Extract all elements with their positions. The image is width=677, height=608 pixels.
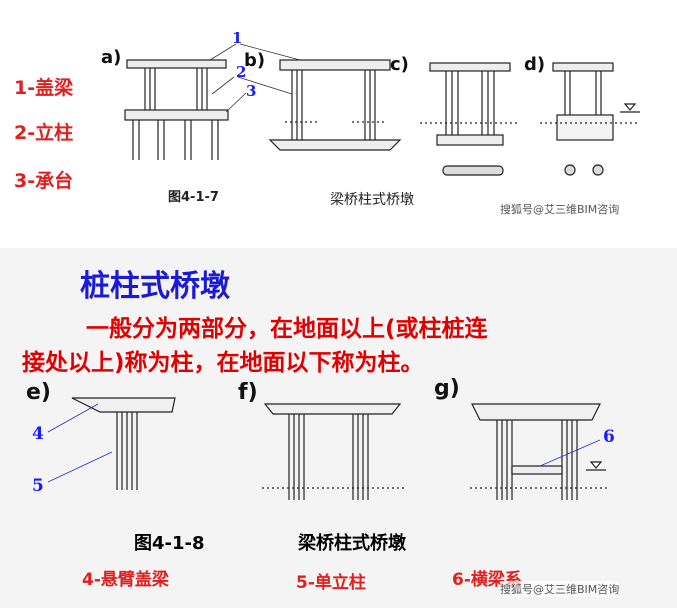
label-d: d)	[524, 54, 546, 75]
callout-1: 1	[232, 29, 243, 47]
callout-3: 3	[246, 82, 257, 100]
body-line-1: 一般分为两部分，在地面以上(或柱桩连	[86, 316, 488, 342]
fig-number-bottom: 图4-1-8	[134, 533, 205, 554]
label-a: a)	[101, 47, 122, 68]
legend-item-3: 3-承台	[14, 170, 74, 192]
drawing-f	[262, 403, 405, 500]
callout-4: 4	[32, 424, 44, 444]
legend-item-1: 1-盖梁	[14, 77, 74, 99]
body-line-2: 接处以上)称为柱，在地面以下称为柱。	[22, 350, 424, 376]
section-title: 桩柱式桥墩	[80, 269, 230, 304]
watermark-bottom: 搜狐号@艾三维BIM咨询	[500, 581, 620, 597]
callout-2: 2	[236, 63, 247, 81]
label-f: f)	[238, 380, 258, 405]
drawing-a	[124, 59, 229, 160]
bottom-figure-panel	[0, 248, 677, 608]
legend-item-2: 2-立柱	[14, 122, 74, 144]
callout-6: 6	[603, 427, 615, 447]
drawing-c	[420, 62, 520, 176]
label-g: g)	[434, 376, 460, 401]
callout-5: 5	[32, 476, 44, 496]
watermark-top: 搜狐号@艾三维BIM咨询	[500, 203, 620, 216]
caption-bottom: 梁桥柱式桥墩	[298, 533, 406, 554]
top-figure-panel	[0, 0, 677, 225]
drawing-b	[268, 59, 402, 151]
label-b: b)	[244, 50, 266, 71]
drawing-e	[71, 397, 176, 490]
legend-item-4: 4-悬臂盖梁	[82, 570, 169, 590]
caption-top: 梁桥柱式桥墩	[330, 192, 414, 208]
fig-number-top: 图4-1-7	[168, 190, 219, 205]
label-c: c)	[390, 54, 409, 75]
drawing-g	[470, 403, 610, 500]
drawing-d	[540, 62, 640, 176]
label-e: e)	[26, 380, 51, 405]
legend-item-5: 5-单立柱	[296, 573, 366, 593]
